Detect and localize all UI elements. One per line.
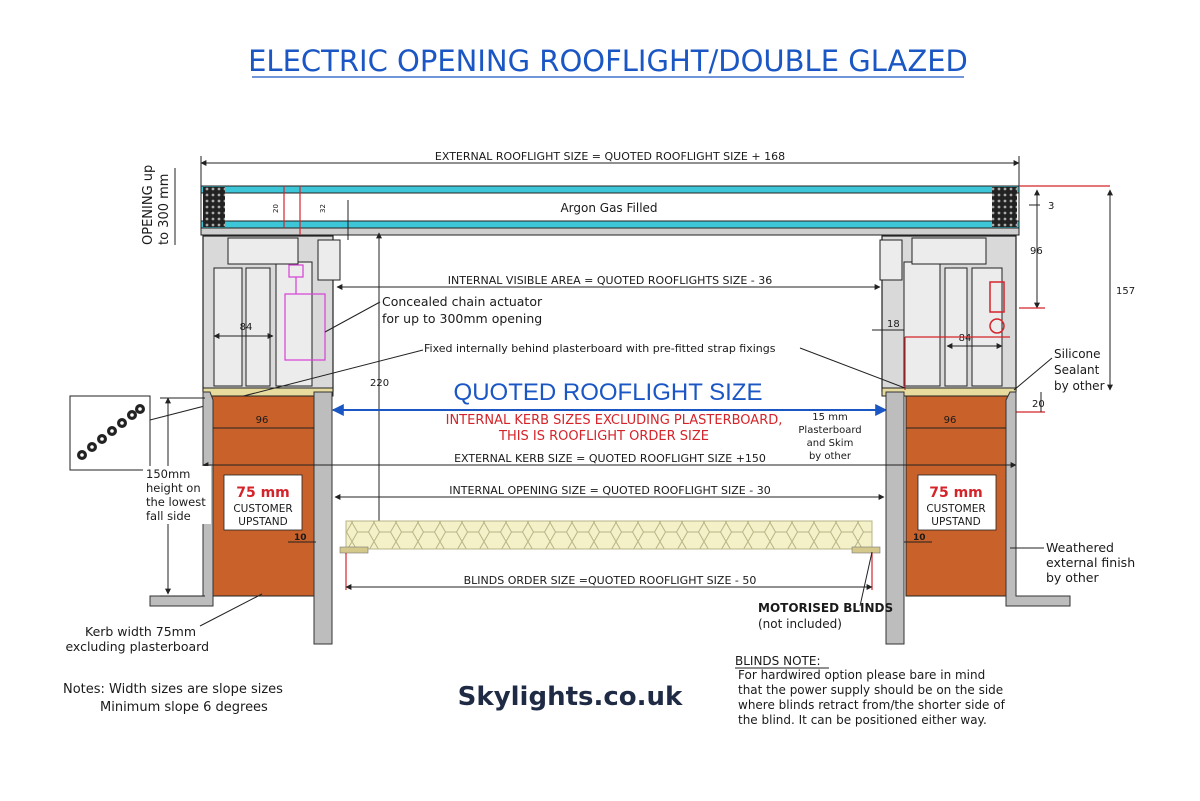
upstand-line2-right: UPSTAND <box>931 516 980 528</box>
weathered-1: Weathered <box>1046 540 1114 555</box>
weathered-2: external finish <box>1046 555 1135 570</box>
quoted-size-label: QUOTED ROOFLIGHT SIZE <box>454 379 763 406</box>
internal-opening-label: INTERNAL OPENING SIZE = QUOTED ROOFLIGHT… <box>449 484 770 497</box>
dim-10-left: 10 <box>294 533 307 543</box>
height-4: fall side <box>146 509 191 523</box>
dim-32: 32 <box>319 204 327 213</box>
blinds-note-1: For hardwired option please bare in mind <box>738 668 985 682</box>
motorised-leader <box>859 551 873 607</box>
internal-kerb-line2: THIS IS ROOFLIGHT ORDER SIZE <box>498 429 709 444</box>
dim-10-right: 10 <box>913 533 926 543</box>
upstand-line1-left: CUSTOMER <box>233 503 292 515</box>
motorised-label: MOTORISED BLINDS <box>758 601 893 615</box>
argon-label: Argon Gas Filled <box>560 201 657 215</box>
motorised-blind <box>339 520 881 554</box>
dim-18: 18 <box>887 319 900 330</box>
internal-kerb-line1: INTERNAL KERB SIZES EXCLUDING PLASTERBOA… <box>446 413 783 428</box>
external-kerb-label: EXTERNAL KERB SIZE = QUOTED ROOFLIGHT SI… <box>454 452 766 465</box>
left-kerb <box>149 391 333 645</box>
blinds-note-4: the blind. It can be positioned either w… <box>738 713 987 727</box>
kerb-width-leader <box>199 593 263 627</box>
upstand-line1-right: CUSTOMER <box>926 503 985 515</box>
blinds-note-title: BLINDS NOTE: <box>735 654 820 668</box>
internal-visible-label: INTERNAL VISIBLE AREA = QUOTED ROOFLIGHT… <box>448 274 772 287</box>
not-included-label: (not included) <box>758 617 842 631</box>
blinds-order-label: BLINDS ORDER SIZE =QUOTED ROOFLIGHT SIZE… <box>464 574 757 587</box>
dim-84-right: 84 <box>959 333 972 344</box>
plasterboard-1: 15 mm <box>812 412 847 423</box>
left-frame-profile <box>202 235 341 397</box>
chain-label-2: for up to 300mm opening <box>382 311 542 326</box>
kerb-width-1: Kerb width 75mm <box>85 624 196 639</box>
height-3: the lowest <box>146 495 206 509</box>
blinds-note-2: that the power supply should be on the s… <box>738 683 1003 697</box>
plasterboard-2: Plasterboard <box>798 425 861 436</box>
dim-157: 157 <box>1116 286 1135 297</box>
strap-fixing-detail <box>69 395 151 471</box>
dim-20-right: 20 <box>1032 399 1045 410</box>
fixed-leader-right <box>799 347 906 389</box>
chain-leader <box>324 301 381 333</box>
right-frame-profile <box>879 235 1017 397</box>
silicone-2: Sealant <box>1054 363 1100 377</box>
dim-20: 20 <box>272 204 280 213</box>
height-2: height on <box>146 481 201 495</box>
opening-label-line1: OPENING up <box>141 165 156 245</box>
silicone-3: by other <box>1054 379 1105 393</box>
upstand-mm-right: 75 mm <box>929 485 983 501</box>
blinds-note-3: where blinds retract from/the shorter si… <box>738 698 1006 712</box>
dim-84-left: 84 <box>240 322 253 333</box>
brand-logo-text: Skylights.co.uk <box>458 682 683 712</box>
dim-96-kerb-left: 96 <box>256 415 269 426</box>
fixed-internally-label: Fixed internally behind plasterboard wit… <box>424 342 776 355</box>
silicone-1: Silicone <box>1054 347 1101 361</box>
external-size-label: EXTERNAL ROOFLIGHT SIZE = QUOTED ROOFLIG… <box>435 150 785 163</box>
opening-label-line2: to 300 mm <box>157 174 172 245</box>
upstand-mm-left: 75 mm <box>236 485 290 501</box>
upstand-line2-left: UPSTAND <box>238 516 287 528</box>
height-1: 150mm <box>146 467 190 481</box>
plasterboard-4: by other <box>809 451 852 462</box>
silicone-leader <box>1013 357 1053 391</box>
dim-96-kerb-right: 96 <box>944 415 957 426</box>
dim-220: 220 <box>370 378 389 389</box>
page-title: ELECTRIC OPENING ROOFLIGHT/DOUBLE GLAZED <box>248 44 968 78</box>
weathered-3: by other <box>1046 570 1099 585</box>
kerb-width-2: excluding plasterboard <box>65 639 209 654</box>
notes-2: Minimum slope 6 degrees <box>100 700 268 715</box>
chain-label-1: Concealed chain actuator <box>382 294 543 309</box>
right-kerb <box>885 391 1071 645</box>
double-glazed-unit <box>200 185 1020 236</box>
dim-96-right: 96 <box>1030 246 1043 257</box>
plasterboard-3: and Skim <box>807 438 854 449</box>
dim-3: 3 <box>1048 201 1054 212</box>
notes-1: Notes: Width sizes are slope sizes <box>63 682 283 697</box>
